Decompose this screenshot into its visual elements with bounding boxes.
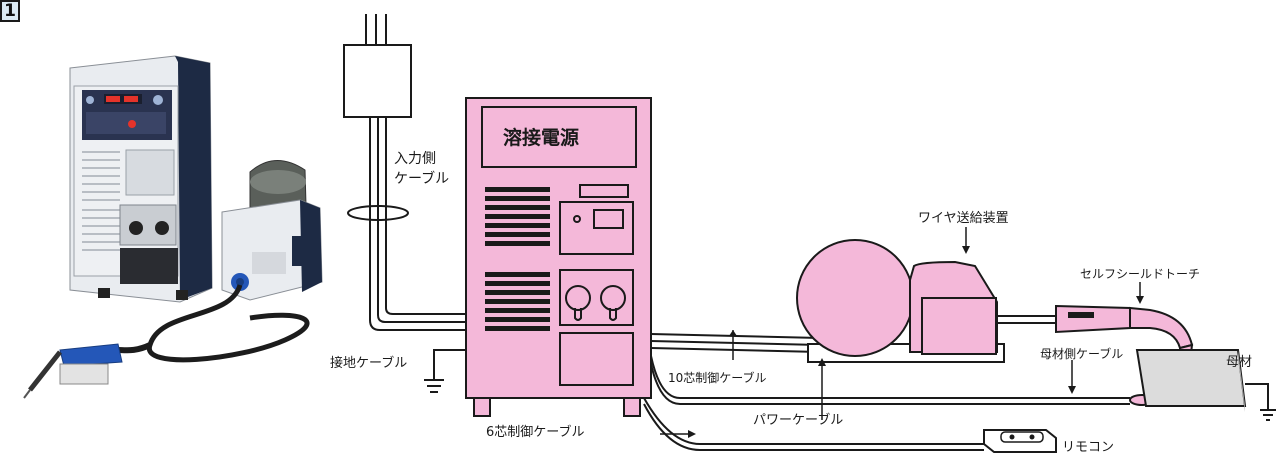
label-control-cable-10: 10芯制御ケーブル bbox=[668, 370, 767, 385]
welding-power-source bbox=[465, 97, 652, 417]
remote-controller bbox=[983, 429, 1057, 453]
label-remote: リモコン bbox=[1062, 440, 1114, 455]
ground-cable bbox=[424, 349, 466, 393]
base-metal-cable bbox=[650, 355, 1130, 405]
label-torch: セルフシールドトーチ bbox=[1080, 267, 1200, 281]
label-power-source: 溶接電源 bbox=[503, 126, 579, 149]
label-power-cable: パワーケーブル bbox=[753, 412, 843, 428]
label-input-cable-2: ケーブル bbox=[394, 170, 449, 187]
wire-feeder-photo bbox=[221, 160, 323, 301]
label-base-metal-cable: 母材側ケーブル bbox=[1040, 346, 1123, 361]
label-wire-feeder: ワイヤ送給装置 bbox=[918, 211, 1009, 226]
control-cable-6-core bbox=[643, 397, 984, 451]
wire-feeder bbox=[796, 239, 1005, 363]
label-control-cable-6: 6芯制御ケーブル bbox=[486, 424, 585, 440]
label-ground-cable: 接地ケーブル bbox=[330, 355, 407, 371]
base-metal-plate bbox=[1135, 349, 1247, 412]
control-cable-10-core bbox=[650, 333, 821, 353]
welding-torch-photo bbox=[23, 284, 310, 399]
label-input-cable-1: 入力側 bbox=[394, 151, 436, 167]
power-plug bbox=[343, 14, 412, 118]
input-cable bbox=[347, 117, 466, 331]
figure-number-badge: 1 bbox=[0, 0, 20, 22]
label-base-metal: 母材 bbox=[1226, 355, 1252, 370]
welding-machine-photo bbox=[69, 55, 213, 303]
base-metal-ground bbox=[1245, 383, 1276, 421]
